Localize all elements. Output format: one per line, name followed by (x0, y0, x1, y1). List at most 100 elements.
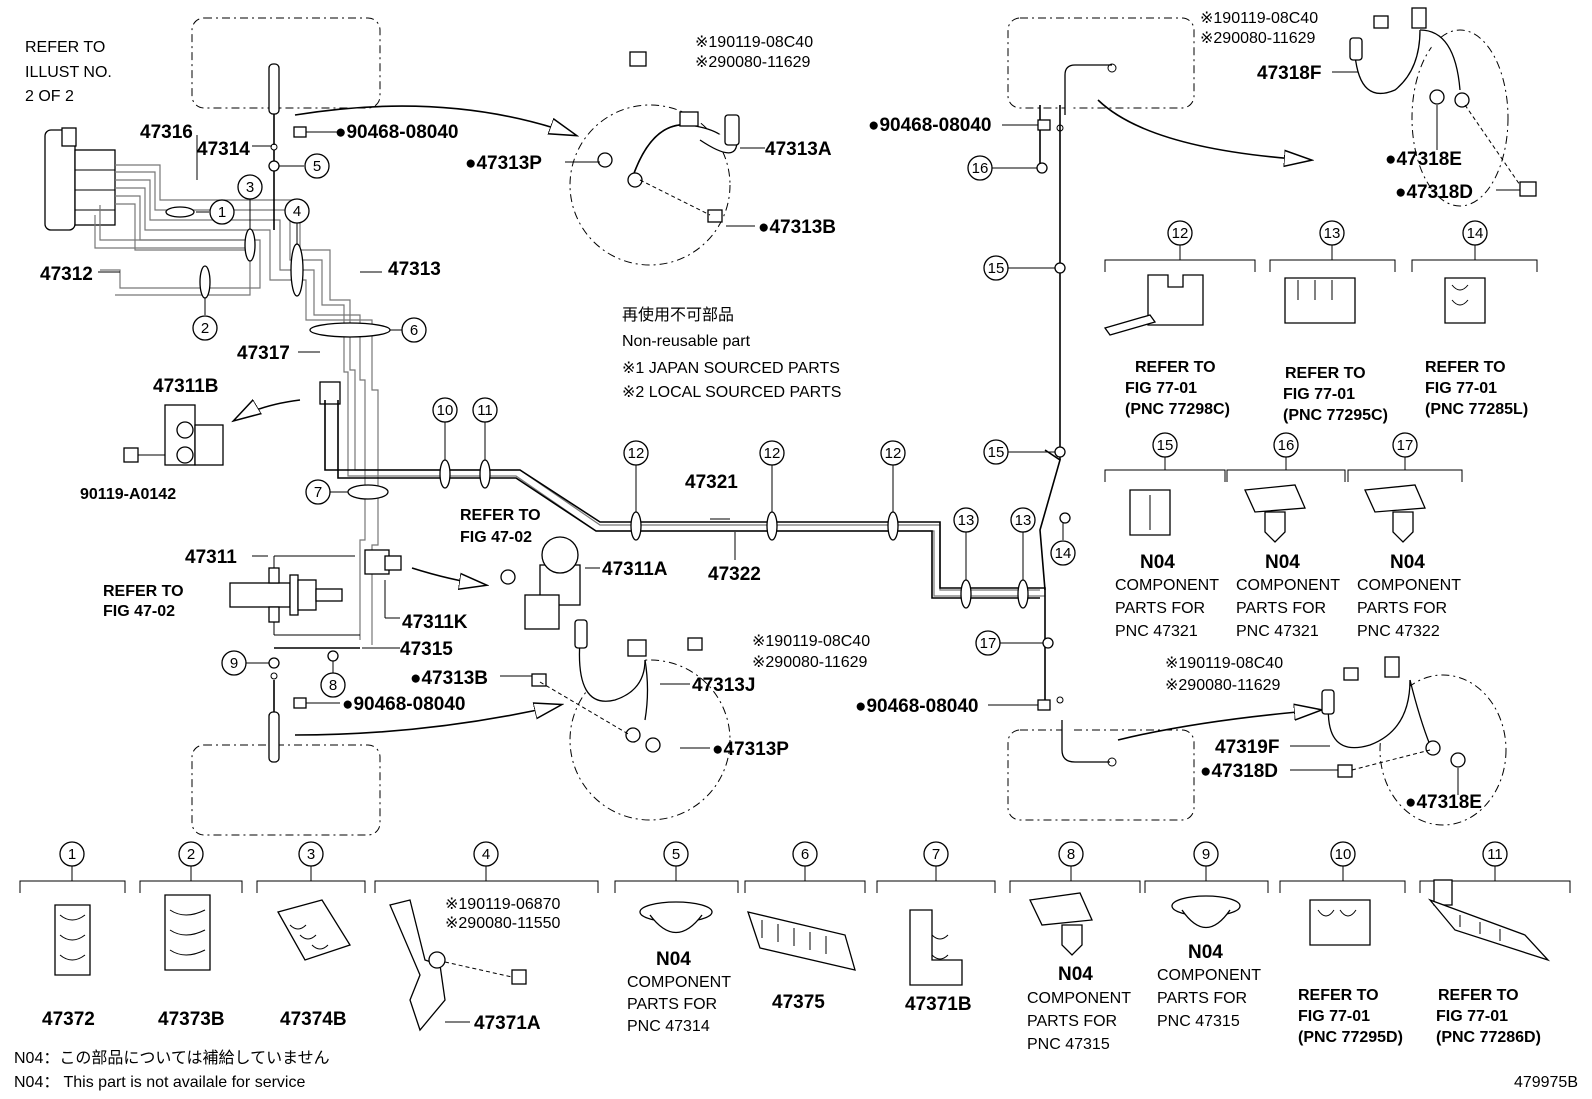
svg-text:※290080-11629: ※290080-11629 (695, 54, 811, 71)
diagram-labels: 47316 47314 47312 47313 47317 47311B 901… (40, 10, 1482, 813)
svg-text:47375: 47375 (772, 992, 825, 1013)
svg-text:4: 4 (482, 846, 490, 863)
svg-text:PNC 47314: PNC 47314 (627, 1018, 710, 1035)
label-47311a: 47311A (602, 559, 668, 580)
clip-4-marker (290, 243, 304, 297)
svg-text:REFER TO: REFER TO (1298, 987, 1379, 1004)
svg-text:N04: N04 (1058, 964, 1093, 985)
svg-text:17: 17 (980, 635, 997, 652)
svg-text:PARTS FOR: PARTS FOR (627, 996, 717, 1013)
label-47311b: 47311B (153, 376, 219, 397)
svg-text:11: 11 (1487, 846, 1503, 863)
svg-text:14: 14 (1055, 545, 1072, 562)
hose-47313j-detail (531, 619, 703, 753)
front-left-flex-hose (268, 63, 300, 230)
svg-text:Non-reusable part: Non-reusable part (622, 333, 751, 350)
svg-text:再使用不可部品: 再使用不可部品 (622, 306, 734, 324)
svg-text:7: 7 (932, 846, 940, 863)
svg-text:※290080-11629: ※290080-11629 (1165, 677, 1281, 694)
component-box-8: 8 N04 COMPONENT PARTS FOR PNC 47315 (1009, 841, 1141, 1053)
svg-text:5: 5 (313, 158, 321, 175)
svg-text:FIG 47-02: FIG 47-02 (460, 529, 532, 546)
svg-text:12: 12 (764, 445, 781, 462)
svg-text:ILLUST NO.: ILLUST NO. (25, 64, 112, 81)
component-box-13: 13 REFER TO FIG 77-01 (PNC 77295C) (1269, 220, 1396, 424)
component-box-12: 12 REFER TO FIG 77-01 (PNC 77298C) (1103, 220, 1256, 418)
hose-47318f-detail (1349, 7, 1537, 197)
svg-text:11: 11 (477, 402, 493, 419)
svg-text:●47318D: ●47318D (1395, 182, 1473, 203)
svg-text:8: 8 (329, 677, 337, 694)
svg-text:2 OF 2: 2 OF 2 (25, 88, 74, 105)
svg-text:N04: N04 (1140, 552, 1175, 573)
svg-text:(PNC 77298C): (PNC 77298C) (1125, 401, 1230, 418)
front-right-flex-hose (1056, 63, 1117, 132)
svg-text:14: 14 (1467, 225, 1484, 242)
rear-right-wheel-area (1007, 729, 1195, 821)
svg-text:PNC 47315: PNC 47315 (1157, 1013, 1240, 1030)
svg-text:15: 15 (988, 260, 1005, 277)
clip-7-marker (347, 484, 389, 500)
main-brake-tubes (324, 105, 1061, 700)
svg-text:※190119-08C40: ※190119-08C40 (695, 34, 813, 51)
svg-text:8: 8 (1067, 846, 1075, 863)
svg-text:●47318E: ●47318E (1385, 149, 1462, 170)
component-box-17: 17 N04 COMPONENT PARTS FOR PNC 47322 (1347, 432, 1463, 640)
svg-text:●90468-08040: ●90468-08040 (855, 696, 978, 717)
joint-47311a (500, 536, 581, 630)
svg-text:FIG 47-02: FIG 47-02 (103, 603, 175, 620)
svg-text:REFER TO: REFER TO (103, 583, 184, 600)
svg-text:●47313B: ●47313B (410, 668, 488, 689)
svg-text:3: 3 (246, 179, 254, 196)
svg-text:※190119-08C40: ※190119-08C40 (1165, 655, 1283, 672)
svg-text:●47313P: ●47313P (712, 739, 789, 760)
svg-text:REFER TO: REFER TO (1438, 987, 1519, 1004)
label-47311: 47311 (185, 547, 237, 568)
hose-47313a-detail (597, 51, 740, 223)
svg-text:PNC 47321: PNC 47321 (1115, 623, 1198, 640)
svg-text:10: 10 (437, 402, 454, 419)
label-47315: 47315 (400, 639, 453, 660)
component-box-1: 1 47372 (19, 841, 126, 1030)
svg-text:(PNC 77295D): (PNC 77295D) (1298, 1029, 1403, 1046)
rear-left-wheel-area (191, 744, 381, 836)
joint-47311b (123, 404, 224, 466)
component-box-10: 10 REFER TO FIG 77-01 (PNC 77295D) (1279, 841, 1406, 1046)
svg-text:1: 1 (68, 846, 76, 863)
svg-text:6: 6 (801, 846, 809, 863)
svg-text:PARTS FOR: PARTS FOR (1027, 1013, 1117, 1030)
svg-text:FIG 77-01: FIG 77-01 (1298, 1008, 1370, 1025)
svg-text:PNC 47322: PNC 47322 (1357, 623, 1440, 640)
svg-text:(PNC 77286D): (PNC 77286D) (1436, 1029, 1541, 1046)
brake-tube-bundle (94, 164, 1045, 645)
svg-text:※190119-08C40: ※190119-08C40 (752, 633, 870, 650)
svg-text:(PNC 77295C): (PNC 77295C) (1283, 407, 1388, 424)
rear-right-flex-hose (1056, 696, 1117, 767)
svg-text:47371A: 47371A (474, 1013, 541, 1034)
clip-2-marker (199, 265, 211, 299)
svg-text:REFER TO: REFER TO (1425, 359, 1506, 376)
svg-text:6: 6 (410, 322, 418, 339)
svg-text:PARTS FOR: PARTS FOR (1357, 600, 1447, 617)
component-box-14: 14 REFER TO FIG 77-01 (PNC 77285L) (1411, 220, 1538, 418)
svg-text:2: 2 (187, 846, 195, 863)
svg-text:REFER TO: REFER TO (1285, 365, 1366, 382)
svg-text:47371B: 47371B (905, 994, 972, 1015)
svg-text:PARTS FOR: PARTS FOR (1157, 990, 1247, 1007)
document-id: 479975B (1514, 1074, 1578, 1091)
label-47317: 47317 (237, 343, 290, 364)
svg-text:PARTS FOR: PARTS FOR (1236, 600, 1326, 617)
svg-text:47373B: 47373B (158, 1009, 225, 1030)
svg-text:15: 15 (1157, 437, 1174, 454)
label-90119-a0142: 90119-A0142 (80, 486, 176, 503)
svg-text:13: 13 (1015, 512, 1032, 529)
legend: 再使用不可部品 Non-reusable part ※1 JAPAN SOURC… (622, 306, 841, 401)
svg-text:※290080-11629: ※290080-11629 (752, 654, 868, 671)
svg-text:COMPONENT: COMPONENT (1115, 577, 1219, 594)
svg-text:13: 13 (958, 512, 975, 529)
svg-text:●90468-08040: ●90468-08040 (868, 115, 991, 136)
svg-text:REFER TO: REFER TO (1135, 359, 1216, 376)
svg-text:9: 9 (1202, 846, 1210, 863)
svg-text:●90468-08040: ●90468-08040 (342, 694, 465, 715)
label-47321: 47321 (685, 472, 738, 493)
